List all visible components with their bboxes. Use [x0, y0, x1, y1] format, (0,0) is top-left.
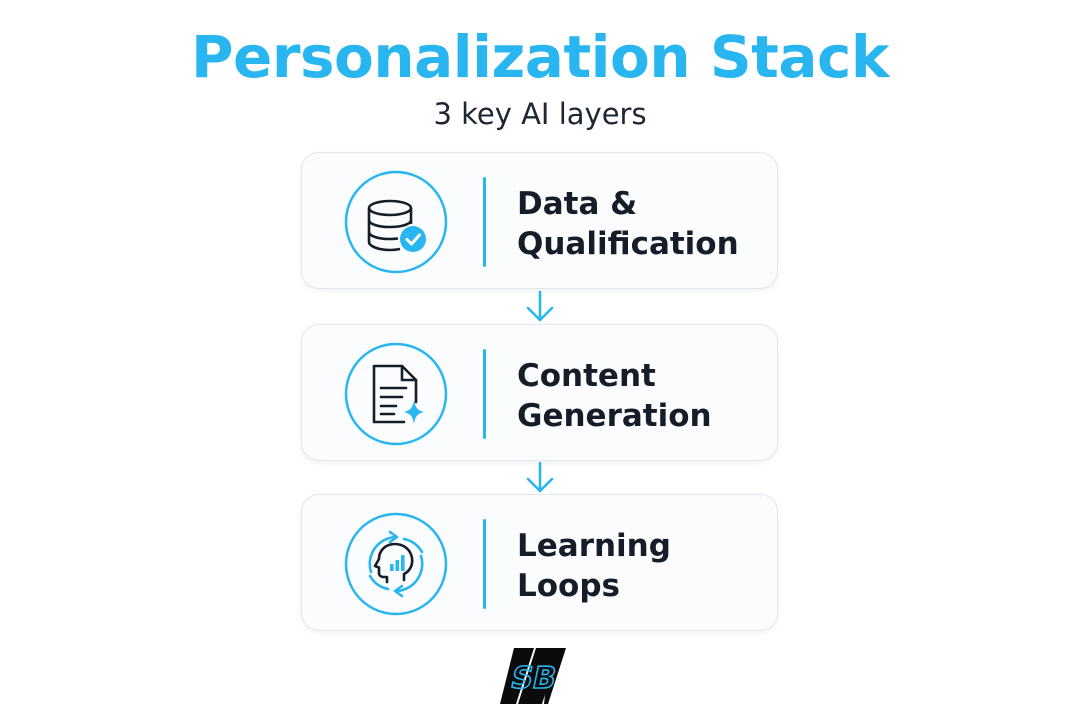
layer-label-line: Generation [517, 398, 712, 434]
layer-label-line: Qualification [517, 226, 739, 262]
arrow-down-icon [526, 290, 554, 322]
brand-logo-text: SB [508, 661, 560, 696]
page-title: Personalization Stack [191, 23, 889, 91]
head-cycle-chart-icon [344, 512, 448, 616]
layer-label-line: Content [517, 358, 656, 394]
layer-label: Content Generation [517, 356, 767, 436]
layer-label: Learning Loops [517, 526, 767, 606]
card-divider [483, 519, 486, 609]
layer-label-line: Learning [517, 528, 671, 564]
layer-label: Data & Qualification [517, 184, 767, 264]
card-divider [483, 177, 486, 267]
layer-label-line: Loops [517, 568, 620, 604]
layer-card-content-generation: Content Generation [301, 324, 778, 461]
brand-logo: SB [500, 648, 566, 704]
layer-card-data-qualification: Data & Qualification [301, 152, 778, 289]
database-check-icon [344, 170, 448, 274]
layer-label-line: Data & [517, 186, 638, 222]
card-divider [483, 349, 486, 439]
arrow-down-icon [526, 461, 554, 493]
layer-card-learning-loops: Learning Loops [301, 494, 778, 631]
document-sparkle-icon [344, 342, 448, 446]
page-subtitle: 3 key AI layers [433, 97, 647, 131]
